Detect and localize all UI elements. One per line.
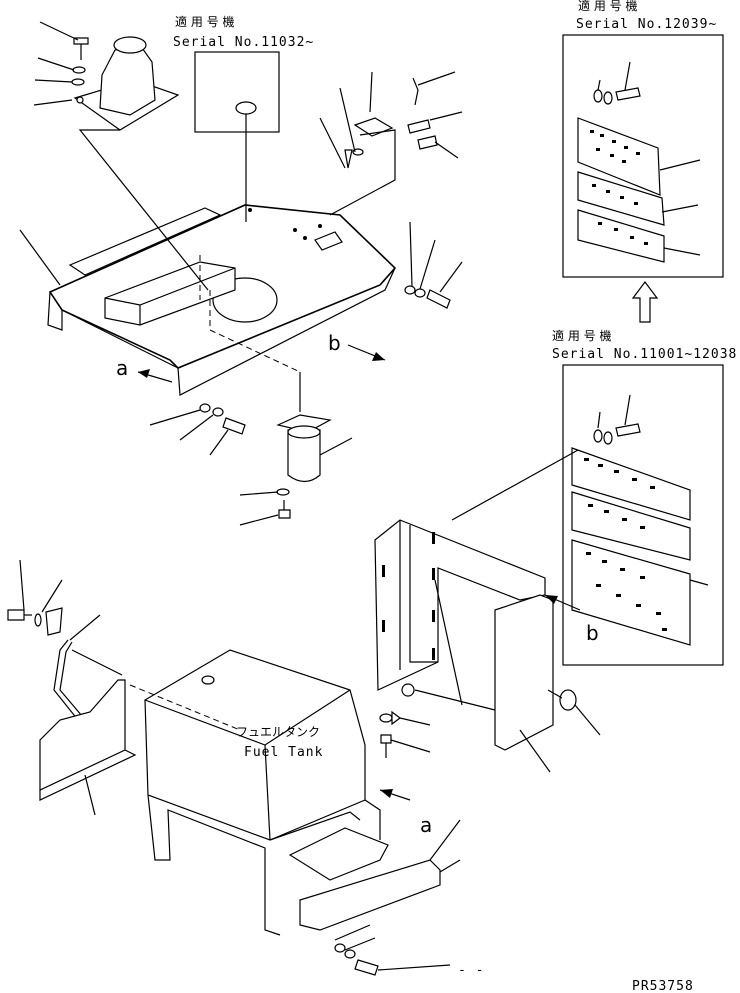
fuel-tank: フュエルタンク Fuel Tank: [129, 649, 461, 976]
serial-jp-label: 適 用 号 機: [578, 0, 637, 13]
bracket-and-bolts: [319, 71, 463, 216]
serial-box-top-mid: 適 用 号 機 Serial No.11032~: [173, 14, 314, 222]
fuel-tank-label: Fuel Tank: [244, 745, 323, 760]
serial-label: Serial No.12039~: [576, 17, 717, 32]
serial-jp-label: 適 用 号 機: [175, 14, 234, 29]
part-code: PR53758: [632, 979, 694, 993]
floor-plate-assembly: [19, 204, 397, 412]
view-label-b: b: [328, 331, 341, 355]
view-arrow-b-right: b: [544, 594, 599, 645]
view-arrow-a-bottom: a: [379, 789, 432, 837]
filter-cylinder: [239, 414, 353, 526]
view-label-a: a: [116, 356, 128, 380]
trailing-dash: - -: [458, 963, 484, 978]
view-arrow-b-top: b: [328, 331, 386, 361]
serial-box-top-right: 適 用 号 機 Serial No.12039~: [562, 0, 724, 278]
serial-label: Serial No.11032~: [173, 35, 314, 50]
bolts-right: [404, 221, 463, 309]
fuel-tank-jp-label: フュエルタンク: [236, 725, 320, 739]
bolts-under-plate: [149, 403, 246, 456]
left-bracket-parts: [7, 559, 137, 816]
view-label-a: a: [420, 813, 432, 837]
cone-cap-component: [33, 21, 209, 291]
up-arrow: [631, 281, 659, 323]
serial-jp-label: 適 用 号 機: [552, 328, 611, 343]
serial-label: Serial No.11001~12038: [552, 347, 737, 362]
serial-box-mid-right: 適 用 号 機 Serial No.11001~12038: [451, 328, 737, 666]
view-arrow-a-top: a: [116, 356, 173, 383]
view-label-b: b: [586, 621, 599, 645]
side-frame-assembly: [374, 519, 601, 773]
